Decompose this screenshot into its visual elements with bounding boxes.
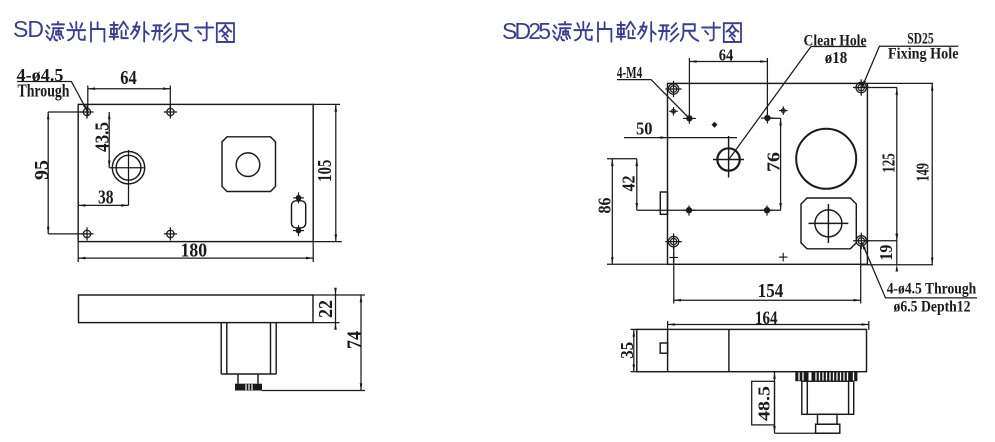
svg-text:Through: Through [18, 81, 70, 101]
svg-text:4-M4: 4-M4 [617, 63, 643, 82]
svg-text:22: 22 [316, 300, 337, 318]
svg-text:38: 38 [98, 188, 114, 209]
svg-text:4-ø4.5: 4-ø4.5 [17, 65, 64, 85]
svg-text:154: 154 [758, 281, 784, 302]
svg-text:64: 64 [719, 45, 734, 64]
svg-text:19: 19 [876, 245, 896, 261]
svg-text:149: 149 [913, 163, 933, 182]
svg-text:ø18: ø18 [825, 48, 848, 67]
svg-text:SD25: SD25 [502, 18, 551, 44]
svg-text:43.5: 43.5 [93, 122, 114, 152]
svg-text:Clear Hole: Clear Hole [804, 33, 867, 50]
svg-text:74: 74 [345, 331, 366, 349]
svg-text:SD: SD [13, 16, 44, 42]
svg-text:SD25: SD25 [907, 30, 934, 47]
svg-text:180: 180 [181, 241, 208, 262]
svg-text:ø6.5 Depth12: ø6.5 Depth12 [894, 299, 971, 316]
svg-text:86: 86 [595, 198, 615, 214]
svg-text:64: 64 [120, 68, 137, 89]
svg-text:4-ø4.5 Through: 4-ø4.5 Through [887, 281, 977, 298]
svg-text:35: 35 [617, 342, 637, 359]
svg-text:Fixing Hole: Fixing Hole [888, 45, 959, 62]
svg-text:76: 76 [763, 152, 783, 172]
svg-text:164: 164 [755, 308, 778, 329]
svg-text:50: 50 [636, 119, 653, 139]
svg-text:95: 95 [32, 160, 53, 180]
svg-text:125: 125 [879, 153, 899, 173]
svg-text:48.5: 48.5 [755, 386, 774, 421]
svg-text:42: 42 [619, 176, 639, 192]
svg-text:105: 105 [315, 160, 336, 182]
